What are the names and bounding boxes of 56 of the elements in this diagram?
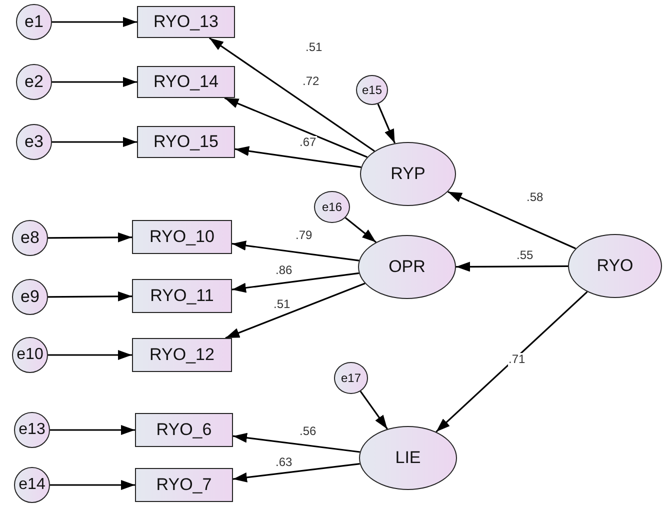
arrow — [225, 282, 366, 339]
arrow — [232, 463, 360, 482]
error-circle: e1 — [16, 4, 52, 40]
edge-label: .71 — [508, 353, 526, 366]
latent-ellipse: OPR — [358, 235, 456, 299]
observed-box: RYO_12 — [132, 338, 232, 372]
observed-box: RYO_14 — [137, 66, 235, 98]
arrow — [377, 104, 396, 144]
error-circle: e16 — [314, 191, 350, 223]
latent-ellipse: RYP — [360, 142, 456, 206]
arrow — [436, 291, 588, 432]
error-circle: e17 — [334, 362, 368, 394]
arrow — [50, 425, 135, 435]
edge-label: .58 — [526, 191, 544, 204]
arrow — [52, 17, 137, 27]
edge-label: .72 — [302, 75, 320, 88]
latent-ellipse: LIE — [359, 426, 457, 490]
arrow — [52, 137, 137, 147]
arrow — [232, 432, 360, 453]
edge-label: .51 — [272, 298, 292, 311]
edge-label: .55 — [516, 249, 534, 262]
observed-box: RYO_6 — [135, 413, 233, 447]
error-circle: e15 — [356, 75, 388, 105]
observed-box: RYO_13 — [137, 6, 235, 38]
error-circle: e14 — [14, 467, 50, 503]
edge-label: .51 — [304, 41, 324, 54]
observed-box: RYO_10 — [132, 220, 232, 254]
edge-label: .86 — [274, 264, 294, 277]
error-circle: e3 — [16, 124, 52, 160]
edge-label: .79 — [294, 229, 314, 242]
arrow — [52, 77, 137, 87]
arrow — [360, 390, 388, 430]
arrow — [48, 232, 132, 242]
arrow — [224, 97, 368, 158]
latent-ellipse: RYO — [568, 234, 662, 298]
error-circle: e8 — [12, 220, 48, 256]
arrow — [232, 272, 359, 293]
observed-box: RYO_11 — [132, 279, 232, 313]
edge-label: .63 — [274, 456, 294, 469]
arrow — [48, 350, 132, 360]
edge-label: .56 — [298, 425, 318, 438]
arrow — [208, 37, 375, 152]
arrow — [456, 262, 568, 272]
arrow — [234, 146, 362, 168]
error-circle: e13 — [14, 412, 50, 448]
error-circle: e10 — [12, 337, 48, 373]
error-circle: e2 — [16, 64, 52, 100]
error-circle: e9 — [12, 279, 48, 315]
observed-box: RYO_15 — [137, 126, 235, 158]
arrow — [48, 291, 132, 302]
arrow — [448, 191, 576, 250]
observed-box: RYO_7 — [135, 468, 233, 502]
arrow — [232, 240, 360, 262]
arrow — [344, 217, 376, 243]
edge-label: .67 — [298, 136, 318, 149]
arrow — [50, 480, 135, 490]
